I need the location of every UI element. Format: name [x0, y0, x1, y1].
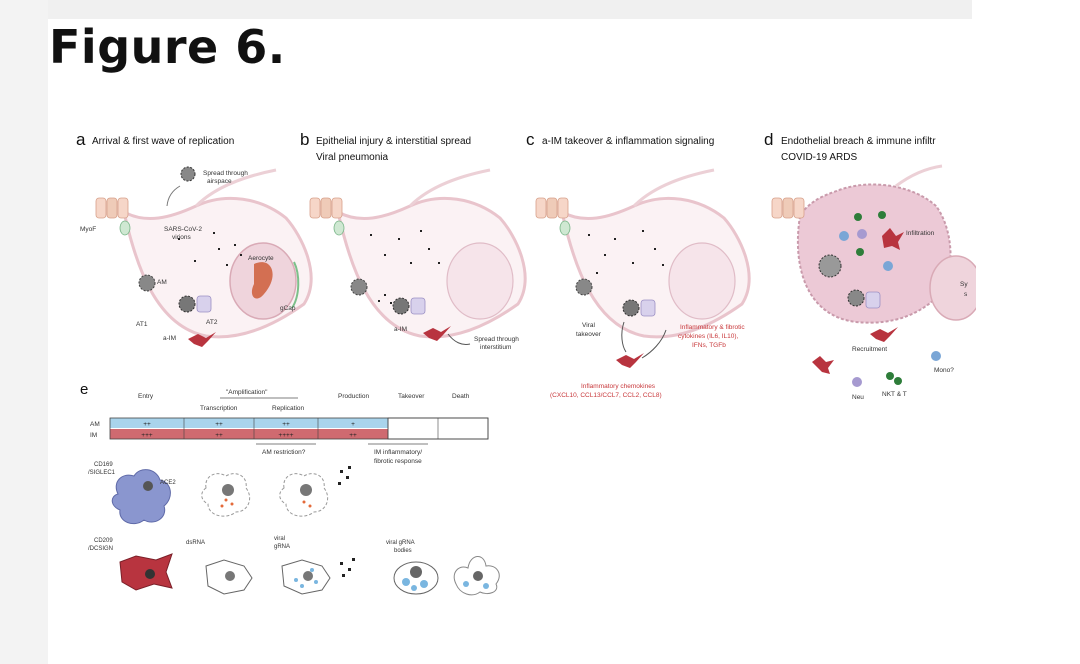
- label-nkt: NKT & T: [882, 391, 907, 398]
- label-sars-1: SARS-CoV-2: [164, 226, 202, 233]
- label-grna-bodies-2: bodies: [394, 548, 412, 554]
- panel-d-subtitle: COVID-19 ARDS: [781, 152, 857, 163]
- cell-im-production: ++: [349, 432, 357, 439]
- label-viral-takeover-1: Viral: [582, 322, 595, 329]
- label-b-aim: a-IM: [394, 326, 407, 333]
- label-cytokines-2: cytokines (IL6, IL10),: [678, 333, 739, 340]
- label-cytokines-1: Inflammatory & fibrotic: [680, 324, 745, 331]
- label-siglec1: /SIGLEC1: [88, 470, 116, 476]
- row-im-bar: [110, 429, 388, 439]
- stage-entry: Entry: [138, 393, 154, 400]
- top-bar: [48, 0, 972, 19]
- label-chemokines-1: Inflammatory chemokines: [581, 383, 656, 390]
- label-viral-takeover-2: takeover: [576, 331, 602, 338]
- panel-c-diagram: Viral takeover Inflammatory & fibrotic c…: [535, 168, 751, 399]
- panel-d-title: Endothelial breach & immune infiltr: [781, 136, 936, 147]
- page-left-gutter: [0, 0, 48, 664]
- label-ace2: ACE2: [160, 480, 176, 486]
- label-spread-airspace-1: Spread through: [203, 170, 248, 177]
- label-cd209: CD209: [94, 538, 113, 544]
- label-spread-interstitium-2: interstitium: [480, 344, 511, 351]
- label-gcap: gCap: [280, 305, 296, 312]
- panel-d-diagram: Infiltration Sy s Recruitment Mono? Neu …: [771, 164, 976, 401]
- cell-am-entry: ++: [143, 421, 151, 428]
- panel-a-title: Arrival & first wave of replication: [92, 136, 234, 147]
- stage-production: Production: [338, 393, 369, 400]
- label-grna-bodies-1: viral gRNA: [386, 540, 415, 546]
- label-cd169: CD169: [94, 462, 113, 468]
- label-chemokines-2: (CXCL10, CCL13/CCL7, CCL2, CCL8): [550, 392, 662, 399]
- label-recruitment: Recruitment: [852, 346, 887, 353]
- label-cytokines-3: IFNs, TGFb: [692, 342, 726, 349]
- cell-im-entry: +++: [141, 432, 153, 439]
- cell-im-replication: ++++: [278, 432, 293, 439]
- panel-a-letter: a: [76, 130, 86, 149]
- label-sy-1: Sy: [960, 281, 968, 288]
- cell-am-transcription: ++: [215, 421, 223, 428]
- label-dsrna: dsRNA: [186, 540, 205, 546]
- label-mono: Mono?: [934, 367, 954, 374]
- substage-replication: Replication: [272, 405, 305, 412]
- panel-a-diagram: MyoF Spread through airspace SARS-CoV-2 …: [80, 166, 313, 347]
- panel-c-letter: c: [526, 130, 535, 149]
- label-at2: AT2: [206, 319, 218, 326]
- label-infiltration: Infiltration: [906, 230, 935, 237]
- panel-d-letter: d: [764, 130, 773, 149]
- row-label-im: IM: [90, 432, 97, 439]
- cell-am-production: +: [351, 421, 355, 428]
- cell-am-replication: ++: [282, 421, 290, 428]
- panel-c-title: a-IM takeover & inflammation signaling: [542, 136, 714, 147]
- label-dcsign: /DCSIGN: [88, 546, 113, 552]
- label-am: AM: [157, 279, 167, 286]
- substage-transcription: Transcription: [200, 405, 238, 412]
- row-am-bar: [110, 418, 388, 428]
- panel-b-title: Epithelial injury & interstitial spread: [316, 136, 471, 147]
- note-im-1: IM inflammatory/: [374, 449, 422, 456]
- stage-death: Death: [452, 393, 470, 400]
- label-viral-grna-1: viral: [274, 536, 285, 542]
- panel-b-letter: b: [300, 130, 309, 149]
- stage-amplification: "Amplification": [226, 389, 268, 396]
- label-sars-2: virions: [172, 234, 192, 241]
- label-aerocyte: Aerocyte: [248, 255, 274, 262]
- label-spread-interstitium-1: Spread through: [474, 336, 519, 343]
- panel-headers: a Arrival & first wave of replication b …: [76, 130, 936, 163]
- panel-b-subtitle: Viral pneumonia: [316, 152, 389, 163]
- label-sy-2: s: [964, 291, 968, 298]
- figure-6-illustration: a Arrival & first wave of replication b …: [76, 126, 976, 616]
- note-im-2: fibrotic response: [374, 458, 422, 465]
- cell-im-transcription: ++: [215, 432, 223, 439]
- label-aim: a-IM: [163, 335, 176, 342]
- label-myof: MyoF: [80, 226, 96, 233]
- panel-b-diagram: a-IM Spread through interstitium: [309, 168, 527, 351]
- label-spread-airspace-2: airspace: [207, 178, 232, 185]
- figure-title: Figure 6.: [49, 20, 286, 74]
- label-at1: AT1: [136, 321, 148, 328]
- label-viral-grna-2: gRNA: [274, 544, 290, 550]
- note-am-restriction: AM restriction?: [262, 449, 306, 456]
- label-neu: Neu: [852, 394, 864, 401]
- stage-takeover: Takeover: [398, 393, 425, 400]
- row-label-am: AM: [90, 421, 100, 428]
- panel-e-table: e Entry "Amplification" Production Takeo…: [80, 381, 500, 596]
- panel-e-letter: e: [80, 381, 88, 398]
